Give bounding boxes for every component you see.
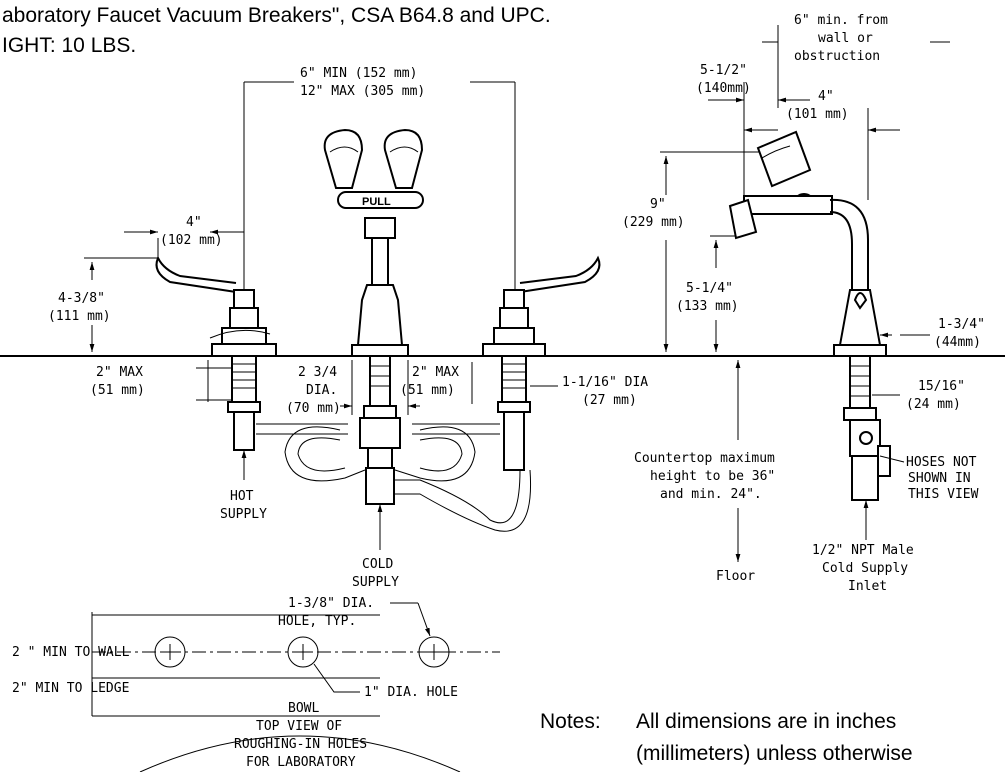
shank-dia-line2: (27 mm) bbox=[582, 393, 637, 408]
handle-side-line2: (133 mm) bbox=[676, 299, 739, 314]
inlet-line3: Inlet bbox=[848, 579, 887, 594]
hole-typ-line2: HOLE, TYP. bbox=[278, 614, 356, 629]
inlet-line1: 1/2" NPT Male bbox=[812, 543, 914, 558]
notes-line-1: All dimensions are in inches bbox=[636, 710, 896, 733]
hole-right bbox=[418, 636, 450, 668]
wall-clearance-line2: wall or bbox=[818, 31, 873, 46]
shank-right-line2: (51 mm) bbox=[400, 383, 455, 398]
handle-height-line1: 4-3/8" bbox=[58, 291, 105, 306]
countertop-note-line3: and min. 24". bbox=[660, 487, 762, 502]
cold-supply-line1: COLD bbox=[362, 557, 393, 572]
escutcheon-line2: DIA. bbox=[306, 383, 337, 398]
side-view: 6" min. from wall or obstruction 5-1/2" … bbox=[622, 13, 985, 594]
shank-left-line1: 2" MAX bbox=[96, 365, 143, 380]
spout-reach-line2: (101 mm) bbox=[786, 107, 849, 122]
notes-label: Notes: bbox=[540, 710, 601, 733]
cold-supply-line2: SUPPLY bbox=[352, 575, 399, 590]
spacing-dim-line1: 6" MIN (152 mm) bbox=[300, 66, 417, 81]
wall-clearance-line3: obstruction bbox=[794, 49, 880, 64]
shank-dia-line1: 1-1/16" DIA bbox=[562, 375, 648, 390]
notes: Notes: All dimensions are in inches (mil… bbox=[540, 710, 913, 765]
escutcheon-line1: 2 3/4 bbox=[298, 365, 337, 380]
hot-supply-line1: HOT bbox=[230, 489, 254, 504]
floor-label: Floor bbox=[716, 569, 755, 584]
wall-clearance-line1: 6" min. from bbox=[794, 13, 888, 28]
handle-side-line1: 5-1/4" bbox=[686, 281, 733, 296]
bowl-label: BOWL bbox=[288, 701, 319, 716]
overall-height-line1: 9" bbox=[650, 197, 666, 212]
top-view-title-line2: ROUGHING-IN HOLES bbox=[234, 737, 367, 752]
cold-valve bbox=[482, 255, 601, 471]
shank-left-line2: (51 mm) bbox=[90, 383, 145, 398]
hot-valve bbox=[155, 255, 277, 451]
countertop-note-line1: Countertop maximum bbox=[634, 451, 775, 466]
wall-clearance-top: 2 " MIN TO WALL bbox=[12, 645, 130, 660]
hole-typ-line1: 1-3/8" DIA. bbox=[288, 596, 374, 611]
ledge-clearance-top: 2" MIN TO LEDGE bbox=[12, 681, 129, 696]
center-shank bbox=[359, 355, 401, 505]
header-line-2: IGHT: 10 LBS. bbox=[2, 34, 136, 57]
top-view-title-line1: TOP VIEW OF bbox=[256, 719, 342, 734]
hot-supply-line2: SUPPLY bbox=[220, 507, 267, 522]
hole-center bbox=[287, 636, 319, 668]
body-dia-line2: (44mm) bbox=[934, 335, 981, 350]
handle-height-line2: (111 mm) bbox=[48, 309, 111, 324]
top-view-title-line3: FOR LABORATORY bbox=[246, 755, 356, 770]
handle-reach-line2: (102 mm) bbox=[160, 233, 223, 248]
head-offset-line1: 5-1/2" bbox=[700, 63, 747, 78]
notes-line-2: (millimeters) unless otherwise bbox=[636, 742, 913, 765]
inlet-line2: Cold Supply bbox=[822, 561, 908, 576]
hoses-note-line1: HOSES NOT bbox=[906, 455, 977, 470]
hole-left bbox=[154, 636, 186, 668]
hoses bbox=[256, 423, 532, 532]
head-offset-line2: (140mm) bbox=[696, 81, 751, 96]
shank-right-line1: 2" MAX bbox=[412, 365, 459, 380]
hoses-note-line3: THIS VIEW bbox=[908, 487, 979, 502]
countertop-note-line2: height to be 36" bbox=[650, 469, 775, 484]
hoses-note-line2: SHOWN IN bbox=[908, 471, 971, 486]
pull-label: PULL bbox=[362, 196, 391, 208]
escutcheon-line3: (70 mm) bbox=[286, 401, 341, 416]
header-line-1: aboratory Faucet Vacuum Breakers", CSA B… bbox=[2, 4, 551, 27]
body-dia-line1: 1-3/4" bbox=[938, 317, 985, 332]
side-body bbox=[728, 130, 891, 501]
handle-reach-line1: 4" bbox=[186, 215, 202, 230]
spout-reach-line1: 4" bbox=[818, 89, 834, 104]
shank-side-line1: 15/16" bbox=[918, 379, 965, 394]
center-hole-label: 1" DIA. HOLE bbox=[364, 685, 458, 700]
front-view: 6" MIN (152 mm) 12" MAX (305 mm) PULL bbox=[48, 66, 648, 590]
eyewash-head: PULL bbox=[323, 128, 424, 357]
top-view: 2 " MIN TO WALL 2" MIN TO LEDGE 1-3/8" D… bbox=[12, 596, 500, 772]
overall-height-line2: (229 mm) bbox=[622, 215, 685, 230]
shank-side-line2: (24 mm) bbox=[906, 397, 961, 412]
spacing-dim-line2: 12" MAX (305 mm) bbox=[300, 84, 425, 99]
